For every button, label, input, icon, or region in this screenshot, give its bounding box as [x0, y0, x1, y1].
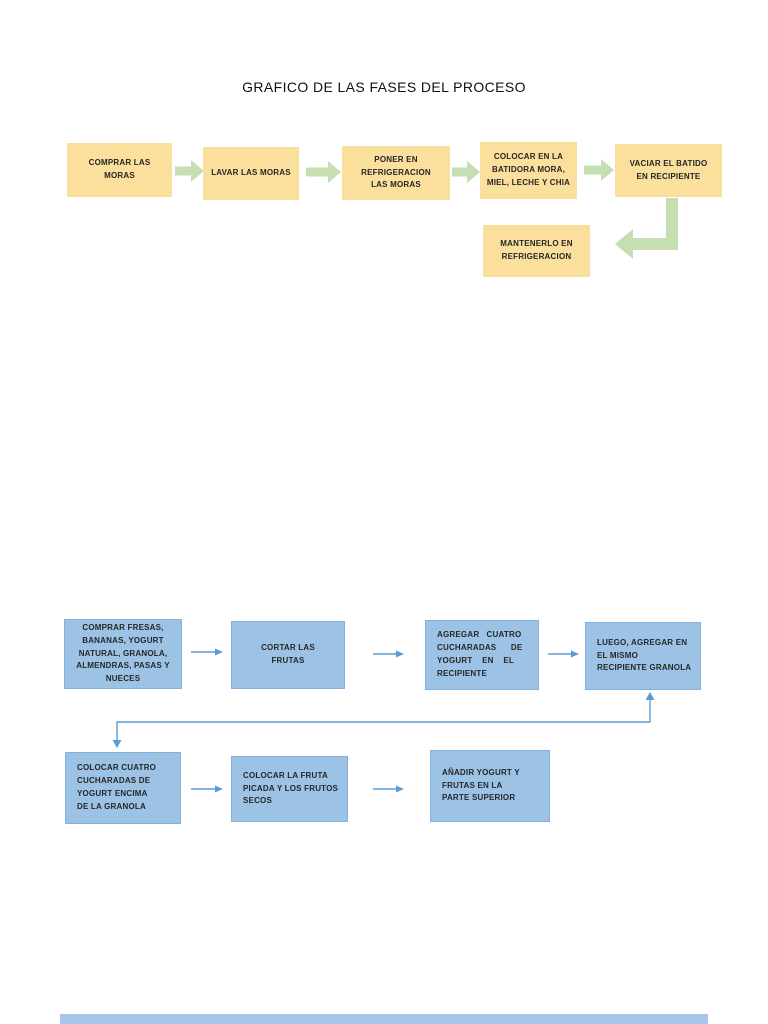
flow-step-label: COLOCAR CUATRO CUCHARADAS DE YOGURT ENCI…	[77, 763, 157, 811]
flow-step-label: AÑADIR YOGURT Y FRUTAS EN LA PARTE SUPER…	[442, 767, 520, 803]
flow-step-vaciar-batido: VACIAR EL BATIDO EN RECIPIENTE	[615, 144, 722, 197]
flow-step-agregar-granola: LUEGO, AGREGAR EN EL MISMO RECIPIENTE GR…	[585, 622, 701, 690]
flow-step-label: LUEGO, AGREGAR EN EL MISMO RECIPIENTE GR…	[597, 637, 692, 673]
blue-arrow-3-icon	[548, 650, 579, 658]
flow-step-colocar-batidora: COLOCAR EN LA BATIDORA MORA, MIEL, LECHE…	[480, 142, 577, 199]
flow-step-lavar-moras: LAVAR LAS MORAS	[203, 147, 299, 200]
flow-step-poner-refrigeracion: PONER EN REFRIGERACION LAS MORAS	[342, 146, 450, 200]
flow-step-comprar-ingredientes: COMPRAR FRESAS, BANANAS, YOGURT NATURAL,…	[64, 619, 182, 689]
flow-step-comprar-moras: COMPRAR LAS MORAS	[67, 143, 172, 197]
page-title: GRAFICO DE LAS FASES DEL PROCESO	[242, 79, 526, 95]
blue-elbow-connector-icon	[112, 692, 655, 748]
flow-step-colocar-fruta-picada: COLOCAR LA FRUTA PICADA Y LOS FRUTOS SEC…	[231, 756, 348, 822]
blue-arrow-5-icon	[373, 785, 404, 793]
green-elbow-arrow-icon	[615, 198, 678, 259]
flow-step-label: VACIAR EL BATIDO EN RECIPIENTE	[629, 158, 708, 181]
flow-step-mantenerlo-refrigeracion: MANTENERLO EN REFRIGERACION	[483, 225, 590, 277]
flow-step-label: MANTENERLO EN REFRIGERACION	[500, 239, 573, 261]
flow-step-anadir-yogurt-frutas: AÑADIR YOGURT Y FRUTAS EN LA PARTE SUPER…	[430, 750, 550, 822]
flow-step-agregar-yogurt: AGREGAR CUATRO CUCHARADAS DE YOGURT EN E…	[425, 620, 539, 690]
flow-step-colocar-yogurt-encima: COLOCAR CUATRO CUCHARADAS DE YOGURT ENCI…	[65, 752, 181, 824]
flow-step-label: COMPRAR FRESAS, BANANAS, YOGURT NATURAL,…	[76, 623, 170, 684]
page-bottom-bar	[60, 1014, 708, 1024]
flow-step-label: COMPRAR LAS MORAS	[88, 158, 151, 180]
green-arrow-2-icon	[306, 161, 341, 183]
flow-step-label: COLOCAR EN LA BATIDORA MORA, MIEL, LECHE…	[486, 152, 571, 187]
blue-arrow-1-icon	[191, 648, 223, 656]
flow-step-label: PONER EN REFRIGERACION LAS MORAS	[361, 154, 431, 190]
green-arrow-3-icon	[452, 161, 480, 183]
green-arrow-4-icon	[584, 159, 614, 181]
blue-arrow-4-icon	[191, 785, 223, 793]
flow-step-label: CORTAR LAS FRUTAS	[261, 643, 315, 665]
flow-step-label: AGREGAR CUATRO CUCHARADAS DE YOGURT EN E…	[437, 630, 523, 678]
flow-step-label: COLOCAR LA FRUTA PICADA Y LOS FRUTOS SEC…	[243, 770, 339, 806]
green-arrow-1-icon	[175, 160, 204, 182]
blue-arrow-2-icon	[373, 650, 404, 658]
flow-step-cortar-frutas: CORTAR LAS FRUTAS	[231, 621, 345, 689]
flow-step-label: LAVAR LAS MORAS	[211, 168, 291, 178]
